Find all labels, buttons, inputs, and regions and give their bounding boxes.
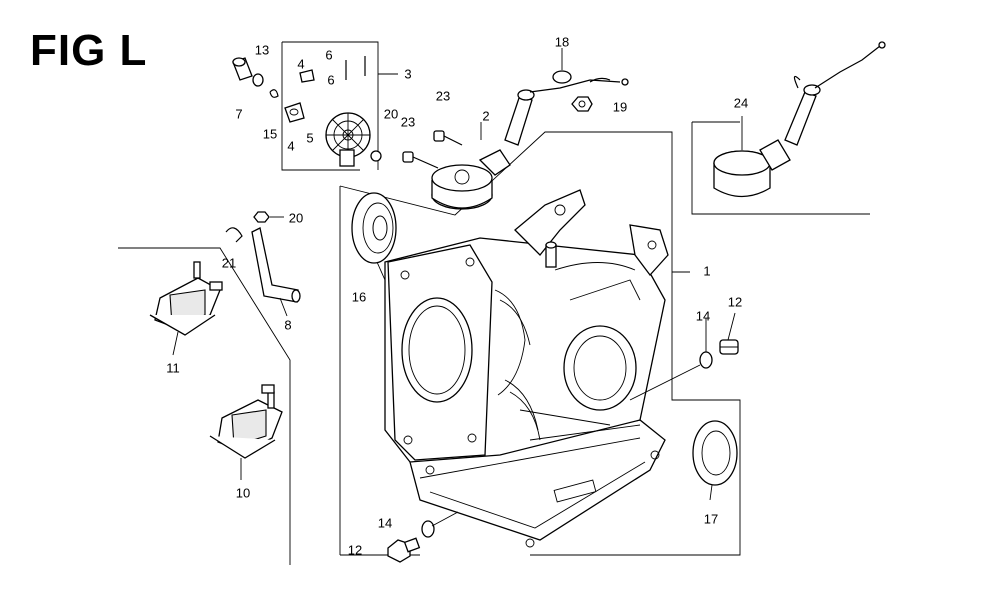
bolt-23-b [402, 151, 439, 169]
washer-14-bottom [421, 520, 435, 538]
callout-4-upper: 4 [297, 56, 305, 72]
callout-2: 2 [482, 108, 490, 124]
bolt-23-a [433, 130, 463, 146]
washer-14-right [699, 351, 713, 369]
callout-19: 19 [612, 99, 628, 115]
callout-14-right: 14 [695, 308, 711, 324]
grommet-18 [552, 70, 572, 84]
callout-1: 1 [703, 263, 711, 279]
callout-23-lower: 23 [400, 114, 416, 130]
oil-seal-17 [692, 420, 738, 486]
callout-3: 3 [404, 66, 412, 82]
callout-10: 10 [235, 485, 251, 501]
callout-23-upper: 23 [435, 88, 451, 104]
callout-13: 13 [254, 42, 270, 58]
bolt-12-bottom [387, 537, 421, 563]
callout-18: 18 [554, 34, 570, 50]
callout-16: 16 [351, 289, 367, 305]
oil-seal-16 [351, 192, 397, 264]
oil-pump-group [232, 56, 382, 167]
engine-mount-10 [209, 384, 283, 459]
leader-lines [172, 73, 743, 501]
nut-19 [571, 96, 593, 112]
crankcase [384, 189, 669, 548]
callout-20-left: 20 [288, 210, 304, 226]
sensor-assembly-24 [713, 41, 886, 198]
callout-20-pump: 20 [383, 106, 399, 122]
callout-12-bottom: 12 [347, 542, 363, 558]
callout-5: 5 [306, 130, 314, 146]
bolt-12-right [719, 339, 739, 355]
callout-21: 21 [221, 255, 237, 271]
oil-level-switch [431, 77, 629, 210]
callout-6-upper: 6 [325, 47, 333, 63]
callout-15: 15 [262, 126, 278, 142]
callout-7: 7 [235, 106, 243, 122]
callout-4-lower: 4 [287, 138, 295, 154]
callout-11: 11 [166, 360, 180, 376]
washer-20 [253, 211, 270, 223]
figure-title: FIG L [30, 26, 148, 75]
clip-21 [225, 227, 243, 243]
callout-12-right: 12 [727, 294, 743, 310]
engine-mount-11 [149, 261, 223, 336]
callout-14-bottom: 14 [377, 515, 393, 531]
callout-6-lower: 6 [327, 72, 335, 88]
callout-24: 24 [733, 95, 749, 111]
breather-tube-8 [251, 227, 301, 303]
callout-8: 8 [284, 317, 292, 333]
callout-17: 17 [703, 511, 719, 527]
